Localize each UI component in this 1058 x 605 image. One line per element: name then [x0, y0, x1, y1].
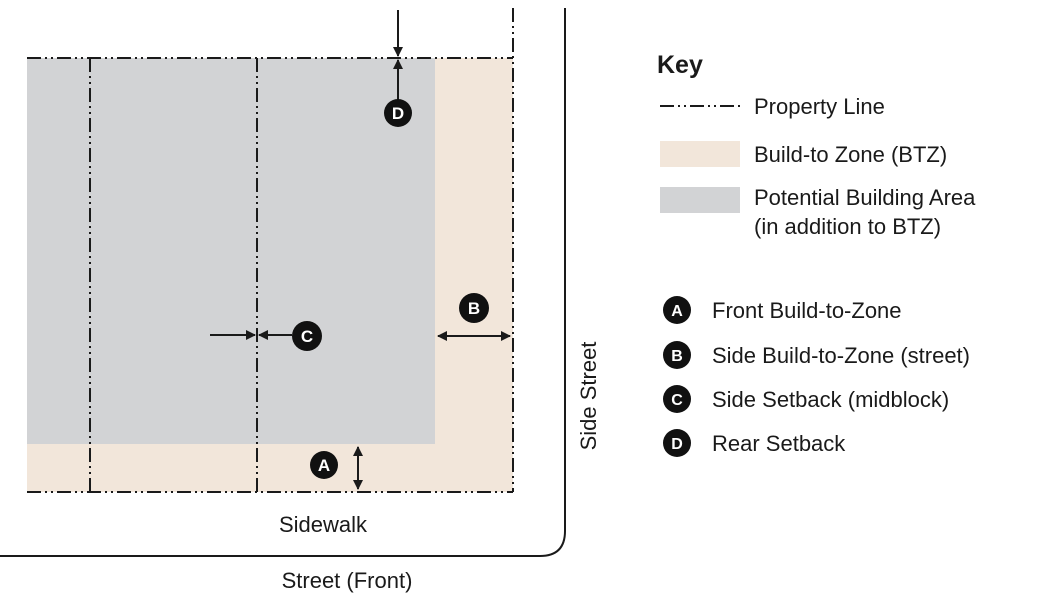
key-item-d: D Rear Setback: [663, 429, 846, 457]
marker-b-badge: B: [459, 293, 489, 323]
potential-building-area: [27, 58, 435, 444]
key-building-area-swatch: [660, 187, 740, 213]
key-item-c: C Side Setback (midblock): [663, 385, 949, 413]
key-item-d-label: Rear Setback: [712, 431, 846, 456]
key-item-b-letter: B: [671, 348, 683, 365]
street-front-label: Street (Front): [282, 568, 413, 593]
key-btz-swatch: [660, 141, 740, 167]
key-item-b-label: Side Build-to-Zone (street): [712, 343, 970, 368]
marker-d-badge: D: [384, 99, 412, 127]
key-item-c-letter: C: [671, 392, 683, 409]
key-item-a: A Front Build-to-Zone: [663, 296, 902, 324]
marker-a-badge: A: [310, 451, 338, 479]
key-item-b: B Side Build-to-Zone (street): [663, 341, 970, 369]
marker-b-text: B: [468, 299, 480, 318]
key-building-area-label-1: Potential Building Area: [754, 185, 976, 210]
key-item-a-letter: A: [671, 303, 683, 320]
marker-d-text: D: [392, 104, 404, 123]
key-item-a-label: Front Build-to-Zone: [712, 298, 902, 323]
curb-line: [0, 8, 566, 557]
key-item-c-label: Side Setback (midblock): [712, 387, 949, 412]
key-btz-label: Build-to Zone (BTZ): [754, 142, 947, 167]
key-title: Key: [657, 51, 703, 79]
key-item-d-letter: D: [671, 436, 683, 453]
key-building-area-label-2: (in addition to BTZ): [754, 214, 941, 239]
marker-c-badge: C: [292, 321, 322, 351]
side-street-label: Side Street: [576, 342, 601, 451]
marker-a-text: A: [318, 456, 330, 475]
sidewalk-label: Sidewalk: [279, 512, 368, 537]
key-property-line-label: Property Line: [754, 94, 885, 119]
marker-c-text: C: [301, 327, 313, 346]
